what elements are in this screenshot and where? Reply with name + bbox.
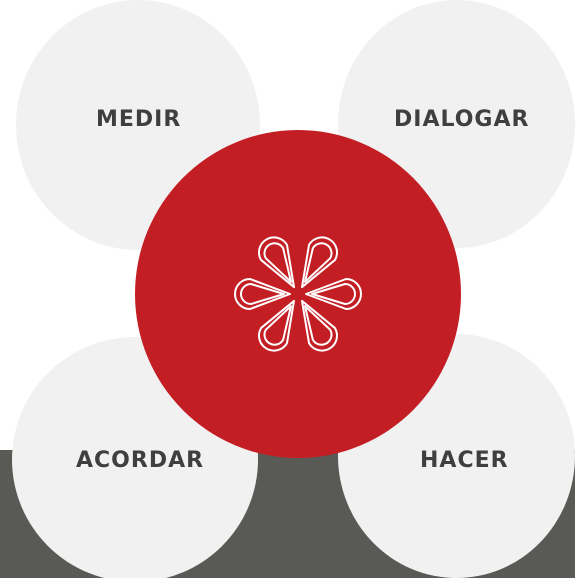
petal-outline	[258, 299, 295, 352]
petal-outline	[258, 236, 295, 289]
petal-group	[234, 236, 362, 352]
center-circle	[135, 130, 461, 458]
petal-outline	[301, 299, 338, 352]
label-dialogar: DIALOGAR	[394, 107, 530, 132]
flower-petals-icon	[234, 236, 362, 352]
label-medir: MEDIR	[96, 107, 182, 132]
petal-inner	[304, 305, 333, 346]
petal-inner	[263, 242, 292, 283]
label-hacer: HACER	[420, 448, 509, 473]
petal-outline	[234, 278, 291, 310]
petal-outline	[301, 236, 338, 289]
label-acordar: ACORDAR	[76, 448, 205, 473]
petal-inner	[304, 242, 333, 283]
petal-inner	[240, 283, 285, 305]
petal-inner	[263, 305, 292, 346]
petal-outline	[305, 278, 362, 310]
petal-inner	[311, 283, 356, 305]
